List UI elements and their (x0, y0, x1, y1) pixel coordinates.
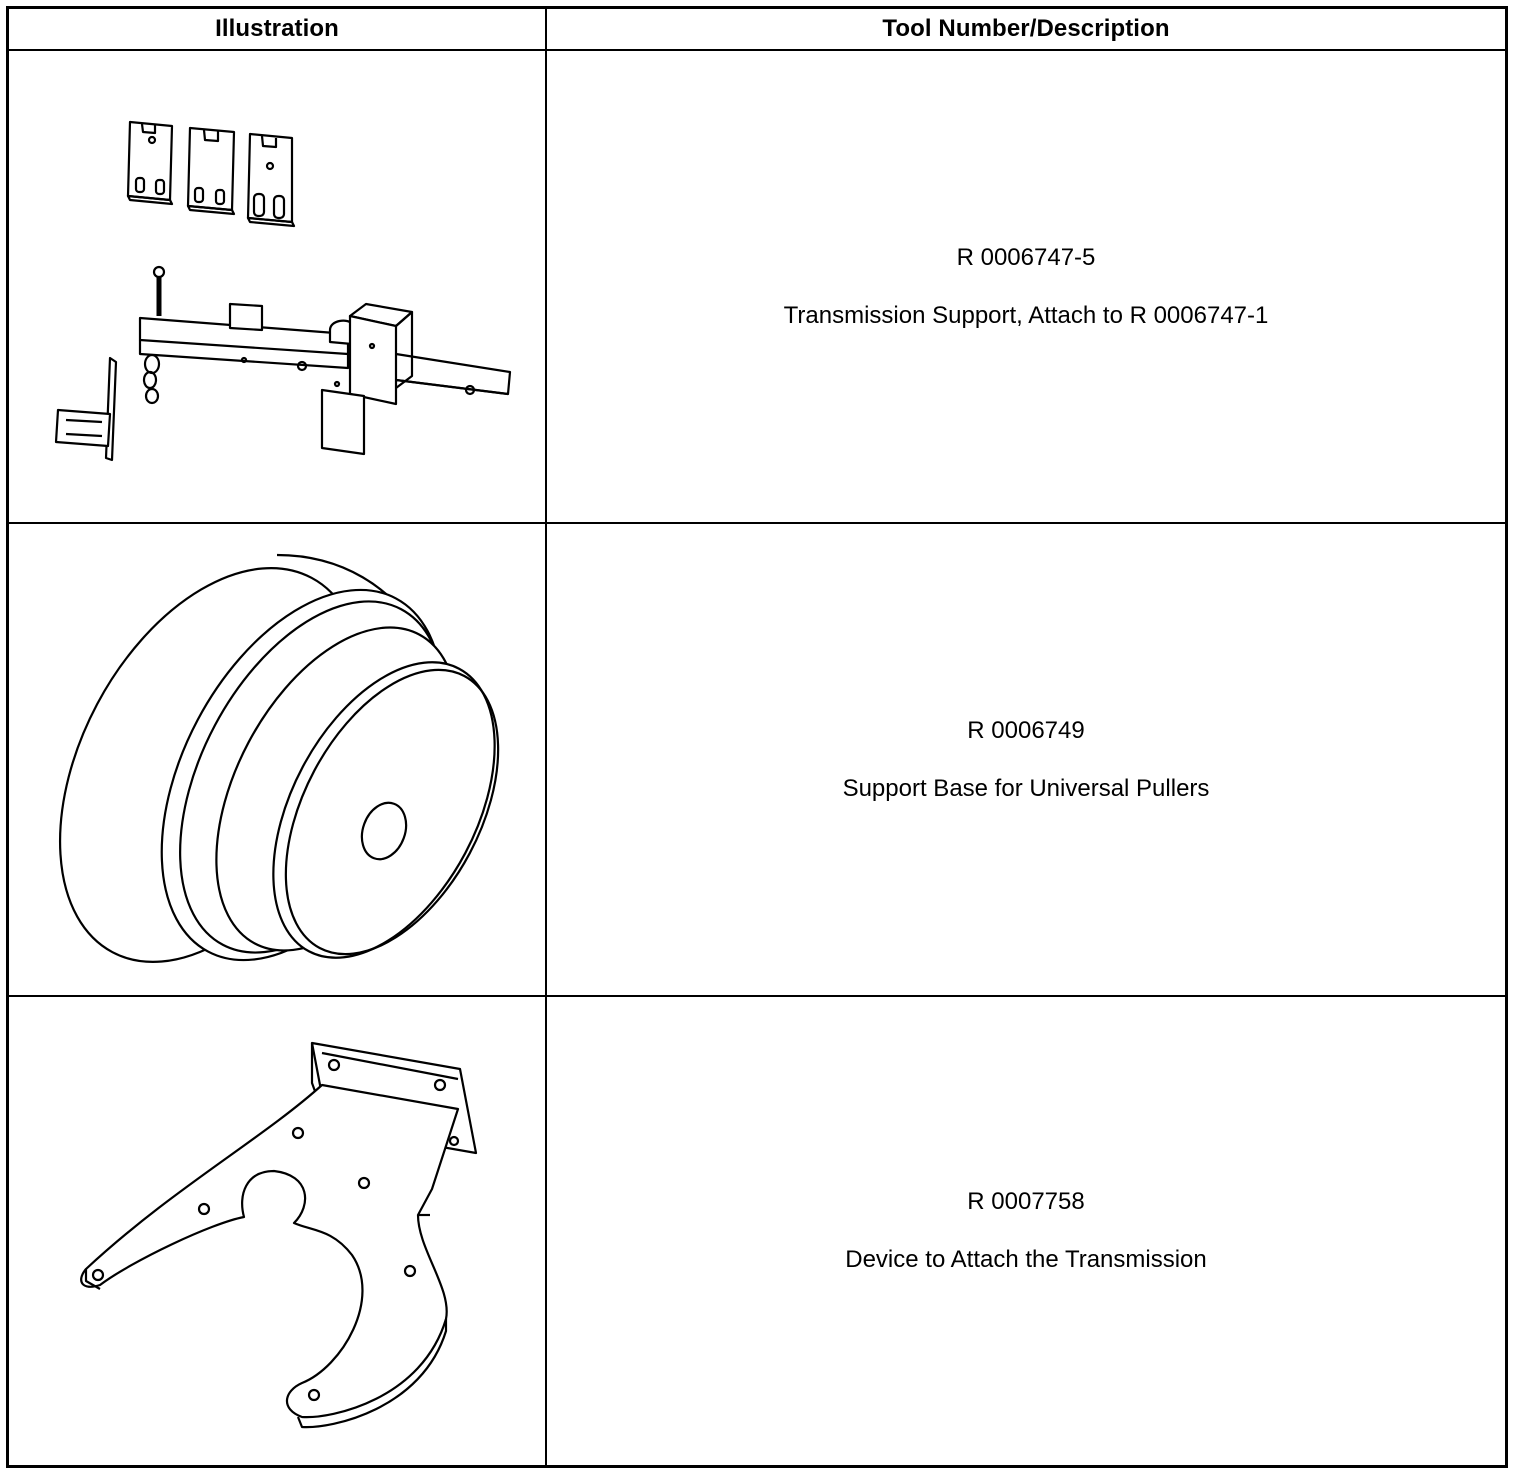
row-3-tool-number: R 0007758 (967, 1188, 1085, 1215)
support-base-drawing-icon (58, 553, 500, 963)
row-3-tool-description: Device to Attach the Transmission (845, 1246, 1207, 1273)
attach-device-drawing-icon (80, 1041, 478, 1428)
row-1-tool-description: Transmission Support, Attach to R 000674… (783, 301, 1269, 329)
row-1-description-cell: R 0006747-5 Transmission Support, Attach… (547, 51, 1505, 524)
row-2-tool-description: Support Base for Universal Pullers (842, 774, 1210, 802)
row-2-description-cell: R 0006749 Support Base for Universal Pul… (547, 524, 1505, 997)
header-illustration: Illustration (9, 9, 547, 51)
transmission-support-drawing-icon (54, 120, 512, 462)
support-bar-icon (138, 265, 512, 456)
row-2-illustration-cell (9, 524, 547, 997)
single-bracket-icon (54, 356, 118, 462)
row-3-illustration-cell (9, 997, 547, 1465)
row-1-tool-number: R 0006747-5 (956, 243, 1096, 271)
bracket-set-icon (126, 120, 296, 228)
tool-table: Illustration Tool Number/Description (6, 6, 1508, 1468)
header-tool-number: Tool Number/Description (547, 9, 1505, 51)
row-1-illustration-cell (9, 51, 547, 524)
row-3-description-cell: R 0007758 Device to Attach the Transmiss… (547, 997, 1505, 1465)
header-tool-number-label: Tool Number/Description (882, 15, 1170, 42)
row-2-tool-number: R 0006749 (967, 716, 1085, 744)
header-illustration-label: Illustration (215, 15, 339, 42)
